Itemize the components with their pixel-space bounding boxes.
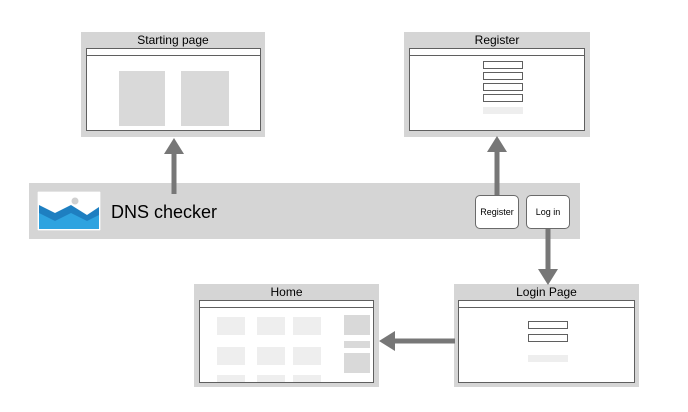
arrow-register-button-to-register: [487, 136, 507, 195]
arrow-banner-to-starting-page: [164, 138, 184, 194]
browser-address-bar: [459, 307, 634, 308]
home-card: [257, 317, 285, 335]
register-panel: Register: [404, 32, 590, 137]
arrow-login-button-to-login-page: [538, 229, 558, 285]
login-submit-placeholder: [528, 355, 568, 362]
home-card: [217, 347, 245, 365]
login-page-panel: Login Page: [454, 284, 639, 387]
home-browser-frame: [199, 300, 374, 383]
home-card: [217, 317, 245, 335]
login-password-field: [528, 334, 568, 342]
register-title: Register: [474, 33, 520, 47]
register-browser-frame: [409, 48, 585, 131]
home-title: Home: [270, 285, 303, 299]
content-block-right: [181, 71, 229, 126]
starting-page-title: Starting page: [137, 33, 209, 47]
login-username-field: [528, 321, 568, 329]
home-sidebar-block: [344, 353, 370, 373]
register-button[interactable]: Register: [475, 195, 519, 229]
home-card: [257, 347, 285, 365]
register-field-2: [483, 72, 523, 80]
register-field-3: [483, 83, 523, 91]
home-panel: Home: [194, 284, 379, 387]
login-page-title: Login Page: [516, 285, 577, 299]
browser-address-bar: [410, 55, 584, 56]
home-sidebar-block: [344, 315, 370, 335]
starting-page-browser-frame: [86, 48, 261, 131]
home-card: [293, 375, 321, 382]
content-block-left: [119, 71, 165, 126]
brand-name: DNS checker: [111, 202, 218, 222]
browser-address-bar: [87, 55, 260, 56]
home-sidebar-block: [344, 341, 370, 348]
login-page-browser-frame: [458, 300, 635, 383]
home-card: [217, 375, 245, 382]
browser-address-bar: [200, 307, 373, 308]
home-card: [293, 347, 321, 365]
arrow-login-page-to-home: [379, 331, 455, 351]
image-icon: [37, 191, 101, 231]
register-field-4: [483, 94, 523, 102]
starting-page-panel: Starting page: [81, 32, 265, 137]
home-card: [257, 375, 285, 382]
login-button[interactable]: Log in: [526, 195, 570, 229]
register-submit-placeholder: [483, 107, 523, 114]
home-card: [293, 317, 321, 335]
register-field-1: [483, 61, 523, 69]
